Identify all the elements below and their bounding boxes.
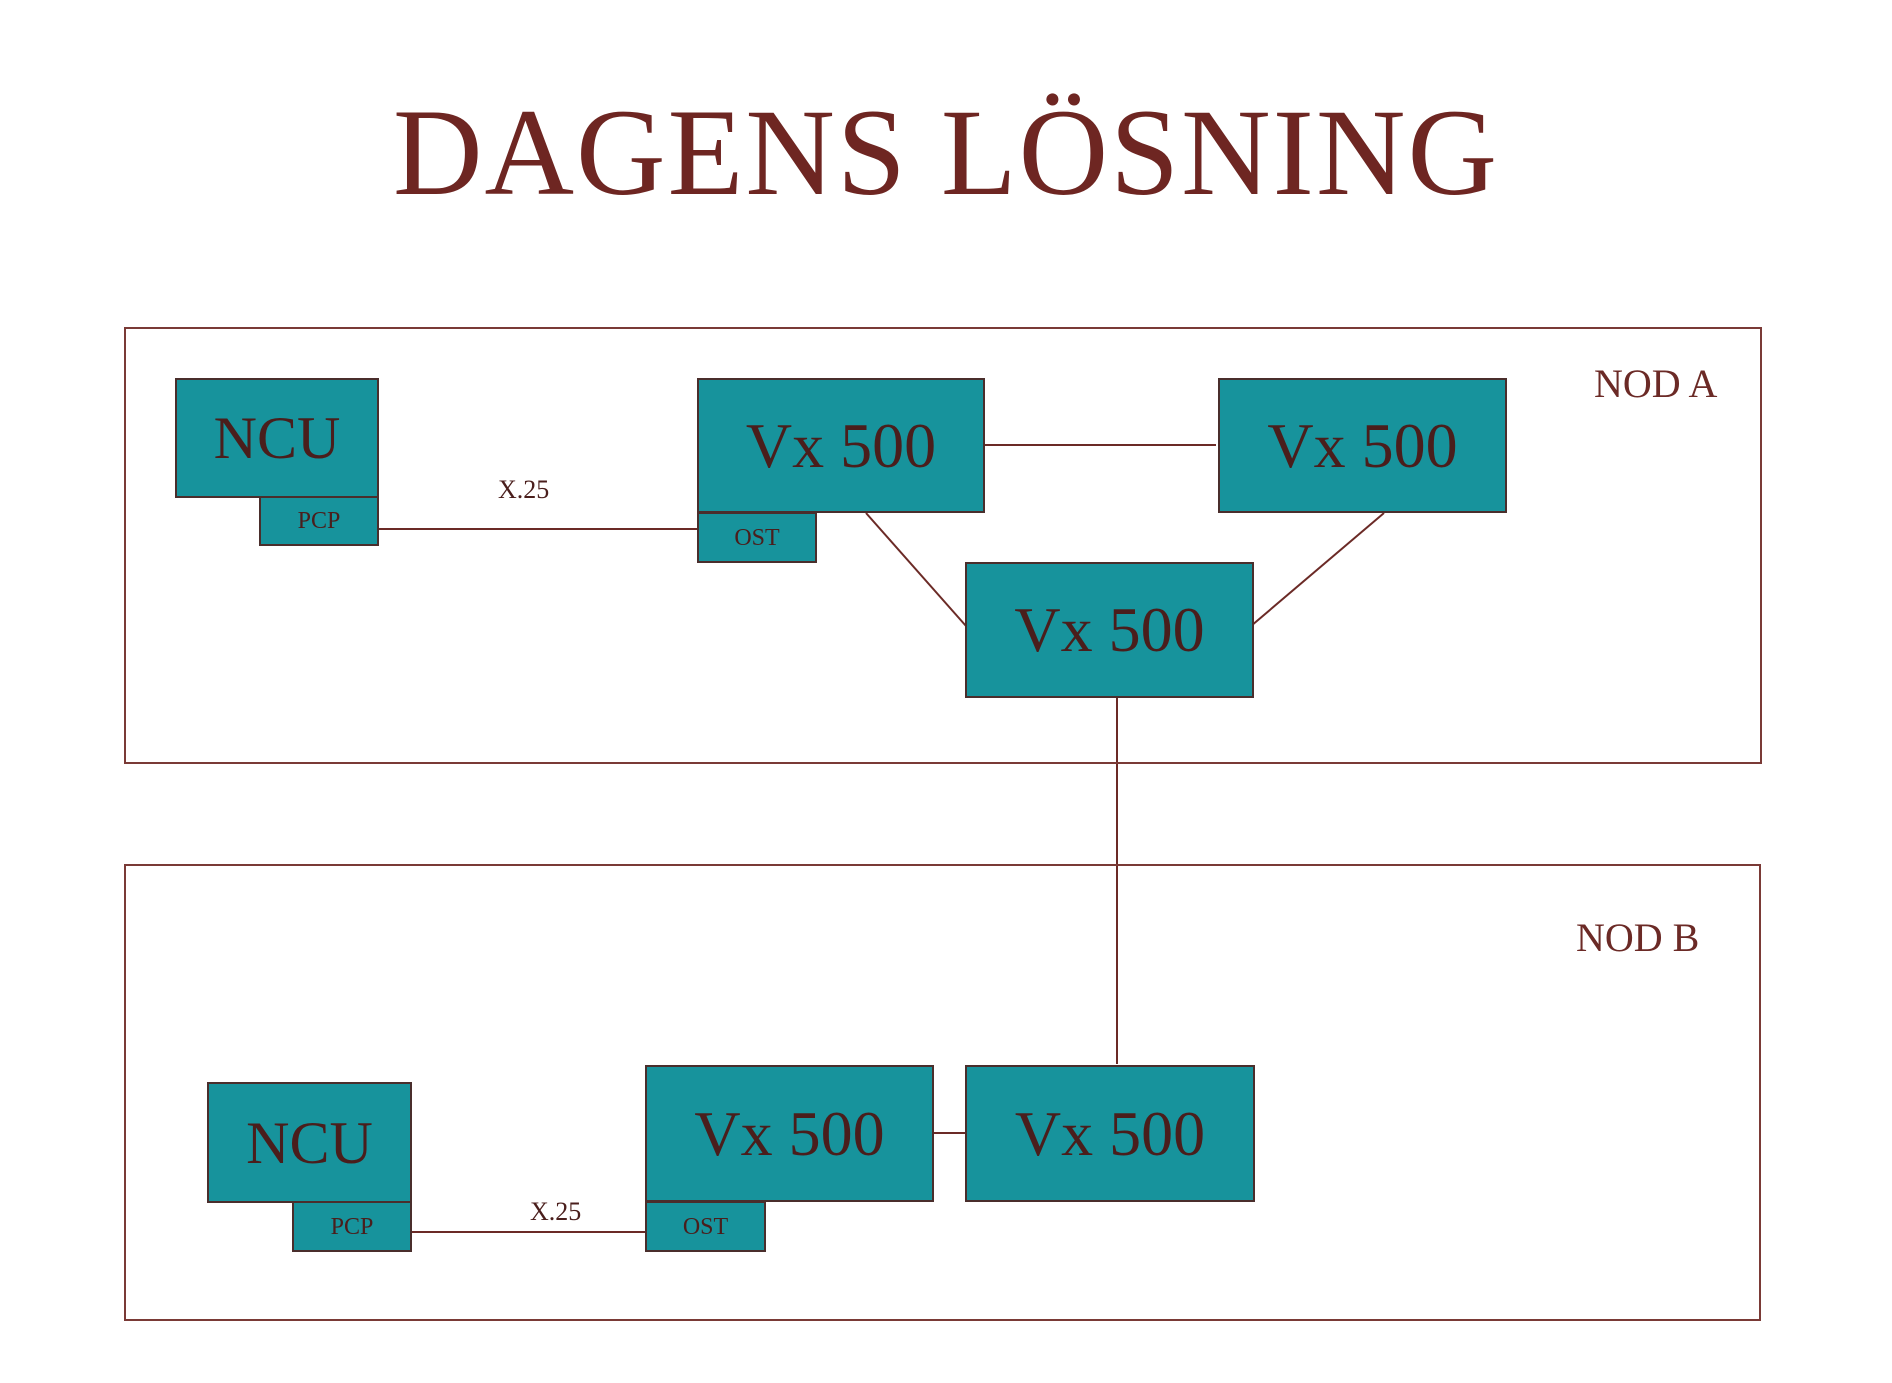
node-b-label: NOD B <box>1576 915 1700 960</box>
node-b-pcp-box: PCP <box>292 1201 412 1252</box>
node-b-link-label: X.25 <box>530 1197 582 1226</box>
link-a-vx1-vx3 <box>865 512 967 627</box>
node-a-vx500-box-1: Vx 500 <box>697 378 985 513</box>
node-b-vx500-box-2: Vx 500 <box>965 1065 1255 1202</box>
node-b-vx500-box-1: Vx 500 <box>645 1065 934 1202</box>
node-b-ost-box: OST <box>645 1201 766 1252</box>
link-a-vx2-vx3 <box>1250 512 1385 627</box>
node-b-ncu-box: NCU <box>207 1082 412 1203</box>
diagram-title: DAGENS LÖSNING <box>392 84 1500 221</box>
node-a-frame <box>124 327 1762 764</box>
node-a-pcp-box: PCP <box>259 496 379 546</box>
node-a-vx500-box-2: Vx 500 <box>1218 378 1507 513</box>
node-a-label: NOD A <box>1594 361 1718 406</box>
node-a-ncu-box: NCU <box>175 378 379 498</box>
node-b-frame <box>124 864 1761 1321</box>
node-a-link-label: X.25 <box>498 475 550 504</box>
node-a-vx500-box-3: Vx 500 <box>965 562 1254 698</box>
node-a-ost-box: OST <box>697 512 817 563</box>
